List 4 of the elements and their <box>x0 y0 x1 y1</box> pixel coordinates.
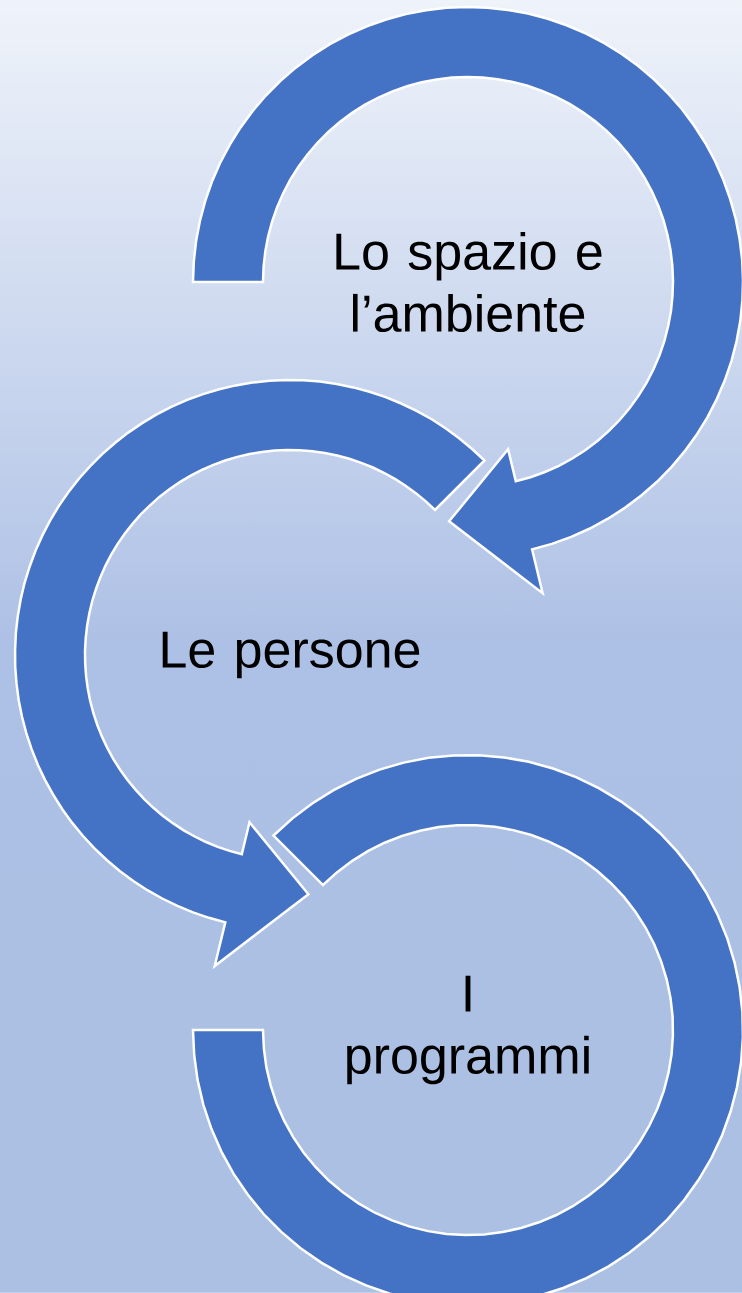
node-label: Le persone <box>162 631 420 679</box>
node-label: Lo spazio e l’ambiente <box>336 231 602 333</box>
curved-arrow <box>191 5 742 597</box>
node-label: I programmi <box>347 975 589 1085</box>
